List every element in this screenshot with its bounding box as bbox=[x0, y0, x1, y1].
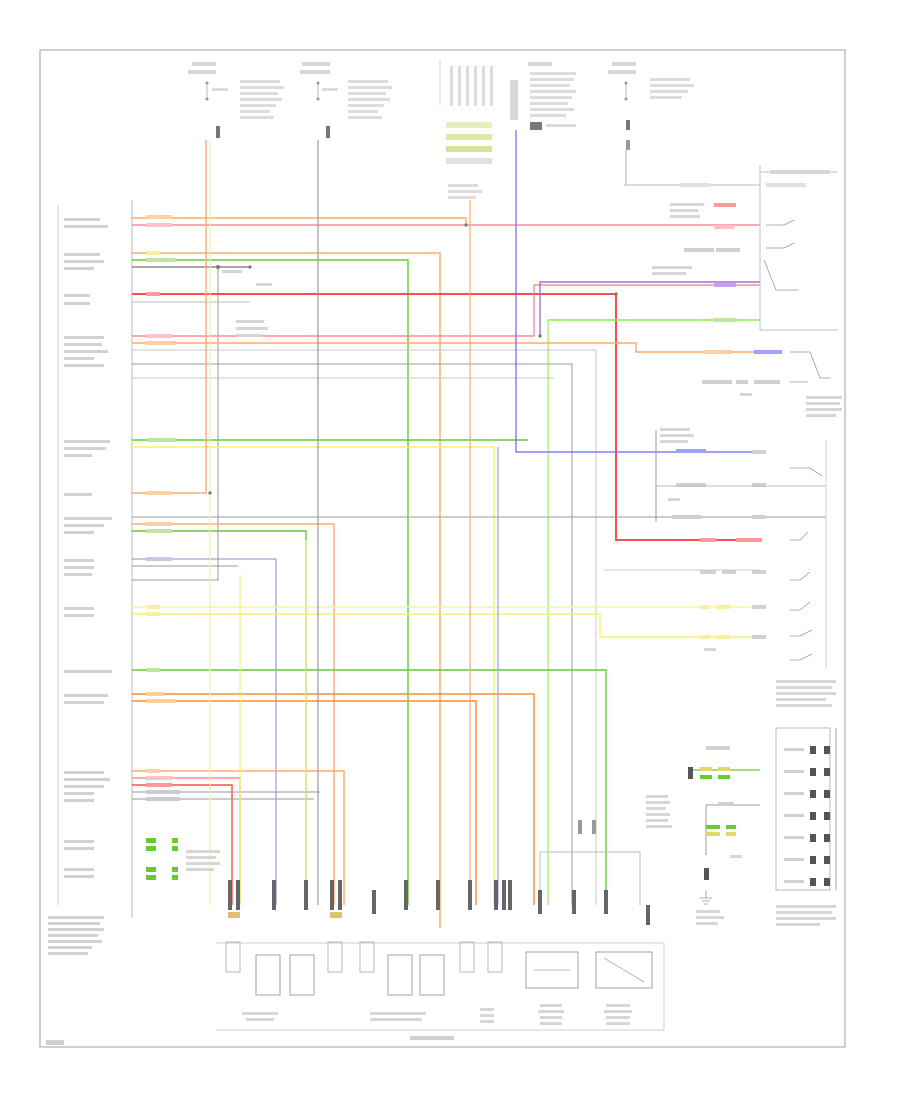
wire-orange-5 bbox=[132, 693, 535, 905]
switch-icon bbox=[790, 467, 823, 661]
dlc-wires bbox=[688, 746, 760, 925]
wire-yellow-4 bbox=[132, 613, 760, 638]
splice-labels bbox=[222, 270, 272, 337]
solenoid-pressure bbox=[359, 941, 445, 1021]
solenoid-icon bbox=[289, 954, 315, 996]
fluid-temp-sensor bbox=[459, 941, 503, 1023]
solenoid-shift-a bbox=[225, 941, 343, 1021]
fuse-icon bbox=[205, 81, 209, 101]
fuse-block-1 bbox=[188, 62, 284, 138]
wire-green-5 bbox=[132, 530, 307, 905]
fuse-block-5 bbox=[608, 62, 694, 150]
title-bottom-box bbox=[410, 1036, 454, 1040]
diagram-frame bbox=[39, 49, 846, 1048]
output-speed-sensor bbox=[525, 951, 579, 1025]
frame-corner-label-box bbox=[46, 1040, 64, 1045]
wire-tags bbox=[146, 215, 220, 880]
pcm-pin-labels bbox=[48, 218, 112, 955]
sensor-icon bbox=[595, 951, 653, 989]
solenoid-icon bbox=[255, 954, 281, 996]
wire-red bbox=[132, 293, 760, 541]
wire-orange-7 bbox=[132, 770, 345, 905]
ground-icon bbox=[700, 890, 712, 905]
wire-orange bbox=[132, 217, 467, 225]
fuse-block-2 bbox=[300, 62, 392, 138]
wire-orange-6 bbox=[132, 700, 477, 905]
range-switch-area bbox=[702, 350, 842, 417]
switch-icon bbox=[763, 219, 798, 291]
bottom-connectors bbox=[216, 880, 665, 1031]
center-labels bbox=[578, 795, 672, 834]
vertical-feeds bbox=[209, 130, 760, 905]
sensor-icon bbox=[525, 951, 579, 989]
fuse-icon bbox=[624, 81, 628, 101]
wire-violet bbox=[539, 281, 760, 336]
wire-blue bbox=[515, 130, 760, 453]
wire-orange-2 bbox=[132, 342, 760, 353]
wire-red-2 bbox=[132, 784, 233, 905]
wire-harness bbox=[132, 140, 826, 928]
wire-orange-4 bbox=[132, 523, 335, 905]
wire-pink-2 bbox=[132, 284, 760, 337]
fuse-block-3 bbox=[446, 66, 493, 199]
pcm-module bbox=[48, 200, 133, 955]
wire-gray-4 bbox=[132, 349, 597, 905]
wire-violet-2 bbox=[132, 558, 277, 905]
wire-green bbox=[132, 259, 409, 905]
fuse-icon bbox=[316, 81, 320, 101]
wire-yellow bbox=[132, 252, 441, 928]
solenoid-icon bbox=[419, 954, 445, 996]
switch-icon bbox=[790, 351, 830, 383]
fuse-block-4 bbox=[510, 62, 576, 130]
wire-gray-2 bbox=[132, 267, 219, 581]
solenoid-icon bbox=[387, 954, 413, 996]
right-connector bbox=[652, 165, 838, 331]
wire-gray-5 bbox=[132, 363, 573, 905]
wire-gray-12 bbox=[540, 851, 641, 905]
turbine-speed-sensor bbox=[595, 951, 653, 1025]
splices bbox=[208, 223, 618, 495]
wire-yellow-2 bbox=[132, 446, 495, 905]
wire-green-6 bbox=[132, 669, 607, 905]
data-link-connector bbox=[775, 727, 837, 926]
sensor-group-right bbox=[604, 428, 836, 707]
